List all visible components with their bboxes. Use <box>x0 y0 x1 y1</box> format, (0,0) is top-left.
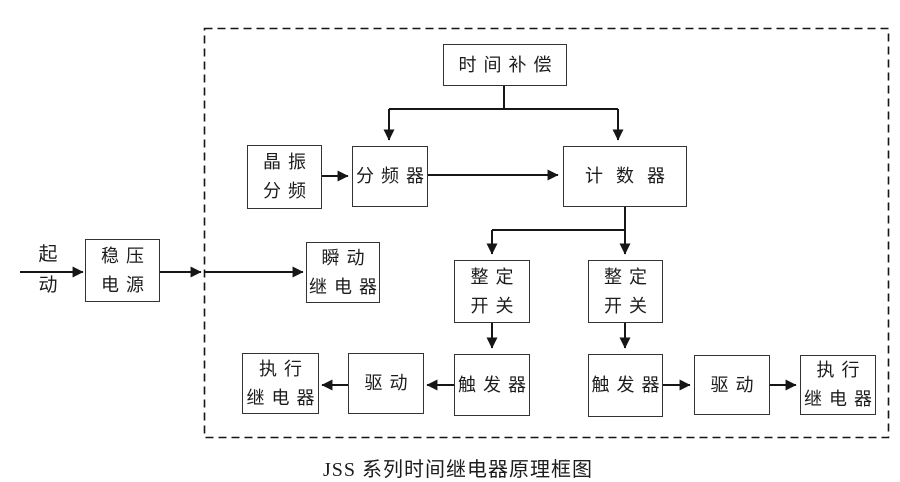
diagram-caption: JSS 系列时间继电器原理框图 <box>323 459 594 481</box>
node-label-line1: 瞬动 <box>321 247 372 268</box>
node-label-line2: 继电器 <box>804 389 879 409</box>
start-input-label: 起 动 <box>33 243 63 297</box>
node-time-compensation: 时间补偿 <box>443 44 567 86</box>
node-label: 驱动 <box>364 373 415 393</box>
node-trigger-left: 触发器 <box>454 354 530 416</box>
node-instant-relay: 瞬动 继电器 <box>306 242 380 303</box>
node-drive-right: 驱动 <box>694 355 770 415</box>
node-label: 分频器 <box>356 166 431 186</box>
node-label-line1: 整定 <box>604 266 654 287</box>
node-drive-left: 驱动 <box>348 353 424 414</box>
node-exec-relay-right: 执行 继电器 <box>800 355 876 415</box>
node-label: 驱动 <box>710 374 761 395</box>
node-label: 时间补偿 <box>458 54 559 75</box>
node-label-line1: 晶振 <box>263 152 313 172</box>
node-exec-relay-left: 执行 继电器 <box>242 353 319 414</box>
node-label: 触发器 <box>458 374 533 395</box>
node-label-line2: 开关 <box>470 295 521 316</box>
node-label-line2: 继电器 <box>246 387 322 408</box>
node-label-line1: 执行 <box>259 358 309 379</box>
node-power-supply: 稳压 电源 <box>85 239 160 302</box>
node-label-line1: 执行 <box>816 360 867 380</box>
node-setting-switch-right: 整定 开关 <box>588 260 663 323</box>
node-label-line2: 继电器 <box>309 276 384 297</box>
unit-boundary-dashed-box <box>203 27 890 439</box>
node-counter: 计数器 <box>563 146 687 207</box>
node-label-line2: 分频 <box>263 181 313 201</box>
node-label: 计数器 <box>585 166 678 186</box>
node-trigger-right: 触发器 <box>588 354 663 417</box>
node-label-line1: 整定 <box>470 266 521 287</box>
node-frequency-divider: 分频器 <box>352 146 428 207</box>
start-label-line1: 起 <box>38 244 58 265</box>
node-label-line1: 稳压 <box>101 245 151 266</box>
node-crystal-divider: 晶振 分频 <box>247 145 322 209</box>
node-setting-switch-left: 整定 开关 <box>454 260 530 323</box>
start-label-line2: 动 <box>38 275 58 296</box>
node-label-line2: 开关 <box>604 295 654 316</box>
node-label-line2: 电源 <box>101 274 151 295</box>
node-label: 触发器 <box>591 375 667 395</box>
